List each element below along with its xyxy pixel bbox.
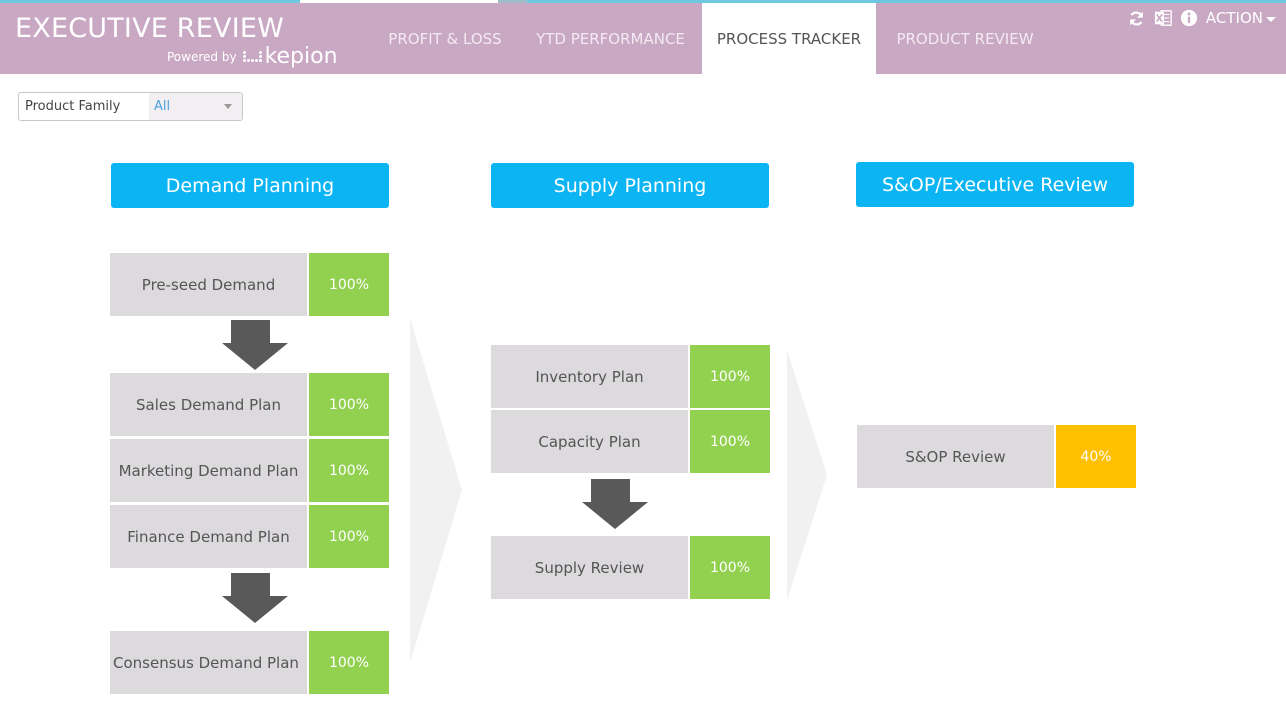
step-supply-review[interactable]: Supply Review 100% xyxy=(491,536,770,599)
main-tabs: PROFIT & LOSS YTD PERFORMANCE PROCESS TR… xyxy=(371,3,1054,74)
step-consensus-demand-plan[interactable]: Consensus Demand Plan 100% xyxy=(110,631,389,694)
step-progress-badge: 100% xyxy=(309,439,389,502)
step-name: Inventory Plan xyxy=(491,345,688,408)
brand-name: kepion xyxy=(264,44,338,69)
step-name: Finance Demand Plan xyxy=(110,505,307,568)
product-family-filter: Product Family All xyxy=(18,92,243,121)
filter-value: All xyxy=(154,99,171,114)
step-inventory-plan[interactable]: Inventory Plan 100% xyxy=(491,345,770,408)
step-name: S&OP Review xyxy=(857,425,1054,488)
step-progress-badge: 100% xyxy=(309,631,389,694)
step-marketing-demand-plan[interactable]: Marketing Demand Plan 100% xyxy=(110,439,389,502)
powered-by-logo: Powered by kepion xyxy=(167,44,338,69)
excel-icon[interactable] xyxy=(1154,9,1172,27)
step-progress-badge: 100% xyxy=(690,536,770,599)
down-arrow-icon xyxy=(582,479,648,529)
step-progress-badge: 100% xyxy=(309,373,389,436)
product-family-dropdown[interactable]: All xyxy=(149,93,242,120)
step-sales-demand-plan[interactable]: Sales Demand Plan 100% xyxy=(110,373,389,436)
app-header: EXECUTIVE REVIEW Powered by kepion PROFI… xyxy=(0,3,1286,74)
top-accent-strip xyxy=(0,0,1286,4)
info-icon[interactable] xyxy=(1180,9,1198,27)
refresh-icon[interactable] xyxy=(1128,9,1146,27)
down-arrow-icon xyxy=(222,573,288,623)
tab-profit-loss[interactable]: PROFIT & LOSS xyxy=(388,29,502,48)
step-capacity-plan[interactable]: Capacity Plan 100% xyxy=(491,410,770,473)
action-label: ACTION xyxy=(1205,9,1263,27)
stage-header-demand-planning[interactable]: Demand Planning xyxy=(111,163,389,208)
step-name: Consensus Demand Plan xyxy=(110,631,307,694)
step-progress-badge: 100% xyxy=(309,505,389,568)
step-name: Sales Demand Plan xyxy=(110,373,307,436)
step-progress-badge: 40% xyxy=(1056,425,1136,488)
chevron-down-icon xyxy=(1266,16,1276,22)
stage-header-sop-executive-review[interactable]: S&OP/Executive Review xyxy=(856,162,1134,207)
step-progress-badge: 100% xyxy=(690,410,770,473)
step-progress-badge: 100% xyxy=(690,345,770,408)
down-arrow-icon xyxy=(222,320,288,370)
step-name: Capacity Plan xyxy=(491,410,688,473)
top-strip-segment xyxy=(300,0,498,3)
step-name: Marketing Demand Plan xyxy=(110,439,307,502)
powered-by-text: Powered by xyxy=(167,49,237,64)
header-actions: ACTION xyxy=(1128,9,1276,27)
stage-header-supply-planning[interactable]: Supply Planning xyxy=(491,163,769,208)
filter-label: Product Family xyxy=(25,99,121,114)
tab-ytd-performance[interactable]: YTD PERFORMANCE xyxy=(536,29,685,48)
step-pre-seed-demand[interactable]: Pre-seed Demand 100% xyxy=(110,253,389,316)
dropdown-arrow-icon xyxy=(224,104,232,109)
top-strip-segment xyxy=(498,0,527,3)
action-menu-button[interactable]: ACTION xyxy=(1206,9,1276,27)
step-name: Pre-seed Demand xyxy=(110,253,307,316)
step-finance-demand-plan[interactable]: Finance Demand Plan 100% xyxy=(110,505,389,568)
kepion-dots-icon xyxy=(242,51,262,62)
tab-process-tracker[interactable]: PROCESS TRACKER xyxy=(702,3,876,74)
step-name: Supply Review xyxy=(491,536,688,599)
kepion-logo: kepion xyxy=(242,44,338,69)
stage-chevron-icon xyxy=(787,350,827,600)
step-sop-review[interactable]: S&OP Review 40% xyxy=(857,425,1136,488)
stage-chevron-icon xyxy=(410,318,462,663)
tab-product-review[interactable]: PRODUCT REVIEW xyxy=(896,29,1034,48)
app-title: EXECUTIVE REVIEW xyxy=(15,13,285,44)
step-progress-badge: 100% xyxy=(309,253,389,316)
